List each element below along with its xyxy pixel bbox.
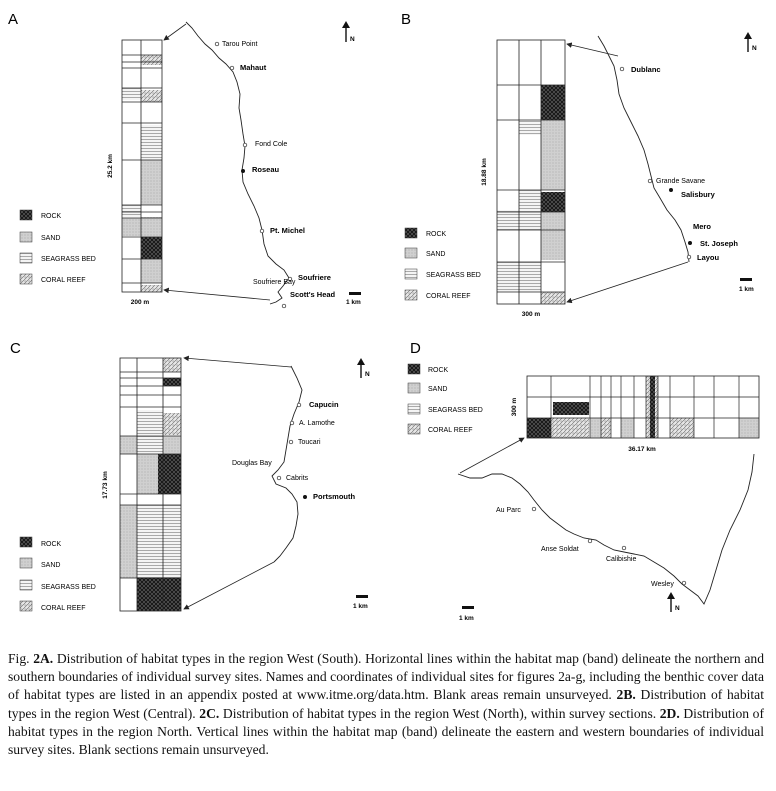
svg-text:CORAL REEF: CORAL REEF xyxy=(41,605,85,612)
place-st-joseph: St. Joseph xyxy=(700,239,738,248)
scale-label-a: 1 km xyxy=(346,299,361,306)
svg-text:CORAL REEF: CORAL REEF xyxy=(428,427,472,434)
band-length-c: 17.73 km xyxy=(102,471,109,499)
svg-text:N: N xyxy=(675,605,680,612)
coastline-b xyxy=(597,35,690,263)
place-scotts-head: Scott's Head xyxy=(290,290,336,299)
scale-bar-a xyxy=(349,292,361,295)
north-arrow-c: N xyxy=(357,358,370,378)
place-mahaut: Mahaut xyxy=(240,63,267,72)
svg-text:SEAGRASS BED: SEAGRASS BED xyxy=(41,256,96,263)
north-arrow-a: N xyxy=(342,21,355,43)
panel-d-letter: D xyxy=(410,340,421,357)
place-douglas-bay: Douglas Bay xyxy=(232,460,272,467)
place-grande-savane: Grande Savane xyxy=(656,178,705,185)
place-toucari: Toucari xyxy=(298,439,321,446)
svg-text:SAND: SAND xyxy=(41,562,60,569)
figure-2: A 25.2 km 200 m Tarou Point Mahaut Fond xyxy=(8,11,760,622)
place-tarou-point: Tarou Point xyxy=(222,41,257,48)
svg-text:SAND: SAND xyxy=(426,251,445,258)
legend-c: ROCK SAND SEAGRASS BED CORAL REEF xyxy=(19,536,96,612)
panel-d: D ROCK SAND SEAGRASS BED CORAL REEF xyxy=(407,340,760,622)
place-layou: Layou xyxy=(697,253,720,262)
svg-text:SEAGRASS BED: SEAGRASS BED xyxy=(41,584,96,591)
band-width-a: 200 m xyxy=(131,299,150,306)
svg-text:SEAGRASS BED: SEAGRASS BED xyxy=(428,407,483,414)
place-a-lamothe: A. Lamothe xyxy=(299,420,335,427)
svg-text:ROCK: ROCK xyxy=(41,213,62,220)
caption-label-2b: 2B. xyxy=(616,687,636,703)
place-roseau: Roseau xyxy=(252,165,280,174)
habitat-band-b xyxy=(496,39,566,305)
north-arrow-b: N xyxy=(744,32,757,52)
place-portsmouth: Portsmouth xyxy=(313,492,356,501)
place-calibishie: Calibishie xyxy=(606,556,636,563)
band-start-arrow-b xyxy=(566,42,619,57)
svg-text:ROCK: ROCK xyxy=(426,231,447,238)
svg-text:N: N xyxy=(350,36,355,43)
place-fond-cole: Fond Cole xyxy=(255,141,287,148)
svg-text:N: N xyxy=(365,371,370,378)
place-mero: Mero xyxy=(693,222,711,231)
place-capucin: Capucin xyxy=(309,400,339,409)
place-dublanc: Dublanc xyxy=(631,65,661,74)
caption-label-2c: 2C. xyxy=(199,705,220,721)
place-wesley: Wesley xyxy=(651,581,674,588)
band-length-b: 18.88 km xyxy=(481,158,488,186)
band-width-b: 300 m xyxy=(522,311,541,318)
svg-text:SAND: SAND xyxy=(41,235,60,242)
figure-caption: Fig. 2A. Distribution of habitat types i… xyxy=(8,651,764,758)
band-start-arrow-d xyxy=(459,437,525,474)
coastline-c xyxy=(271,365,303,563)
panel-c-letter: C xyxy=(10,340,21,357)
legend-b: ROCK SAND SEAGRASS BED CORAL REEF xyxy=(404,227,481,301)
habitat-band-a xyxy=(121,39,163,293)
svg-text:N: N xyxy=(752,45,757,52)
svg-text:ROCK: ROCK xyxy=(41,541,62,548)
legend-a: ROCK SAND SEAGRASS BED CORAL REEF xyxy=(19,209,96,285)
band-end-arrow-c xyxy=(183,561,275,610)
coastline-d xyxy=(457,453,755,605)
place-pt-michel: Pt. Michel xyxy=(270,226,305,235)
band-start-arrow-c xyxy=(183,355,292,368)
panel-a: A 25.2 km 200 m Tarou Point Mahaut Fond xyxy=(8,11,361,309)
svg-text:CORAL REEF: CORAL REEF xyxy=(41,277,85,284)
place-au-parc: Au Parc xyxy=(496,507,521,514)
svg-text:SAND: SAND xyxy=(428,386,447,393)
band-start-arrow-a xyxy=(163,23,187,41)
scale-label-b: 1 km xyxy=(739,286,754,293)
band-end-arrow-a xyxy=(163,287,271,301)
habitat-band-c xyxy=(119,357,182,612)
svg-text:SEAGRASS BED: SEAGRASS BED xyxy=(426,272,481,279)
scale-label-d: 1 km xyxy=(459,615,474,622)
svg-text:ROCK: ROCK xyxy=(428,367,449,374)
place-salisbury: Salisbury xyxy=(681,190,716,199)
place-soufriere: Soufriere xyxy=(298,273,331,282)
scale-bar-b xyxy=(740,278,752,281)
panel-a-letter: A xyxy=(8,11,18,28)
habitat-band-d xyxy=(526,375,760,439)
north-arrow-d: N xyxy=(667,592,680,612)
legend-d: ROCK SAND SEAGRASS BED CORAL REEF xyxy=(407,363,483,435)
svg-text:CORAL REEF: CORAL REEF xyxy=(426,293,470,300)
band-length-a: 25.2 km xyxy=(107,154,114,178)
scale-bar-c xyxy=(356,595,368,598)
panel-c: C 17.73 km Capucin A. Lamothe Toucar xyxy=(10,340,370,612)
place-cabrits: Cabrits xyxy=(286,475,309,482)
band-length-d: 36.17 km xyxy=(628,446,656,453)
scale-bar-d xyxy=(462,606,474,609)
panel-b: B 18.88 km 300 m Dublanc Grande Savane S… xyxy=(401,11,757,318)
caption-label-2d: 2D. xyxy=(659,705,680,721)
band-width-d: 300 m xyxy=(511,398,518,417)
place-anse-soldat: Anse Soldat xyxy=(541,546,579,553)
coastline-a xyxy=(185,21,290,305)
scale-label-c: 1 km xyxy=(353,603,368,610)
panel-b-letter: B xyxy=(401,11,411,28)
caption-label-2a: 2A. xyxy=(33,651,54,666)
place-soufriere-bay: Soufriere Bay xyxy=(253,279,296,286)
band-end-arrow-b xyxy=(566,261,689,304)
